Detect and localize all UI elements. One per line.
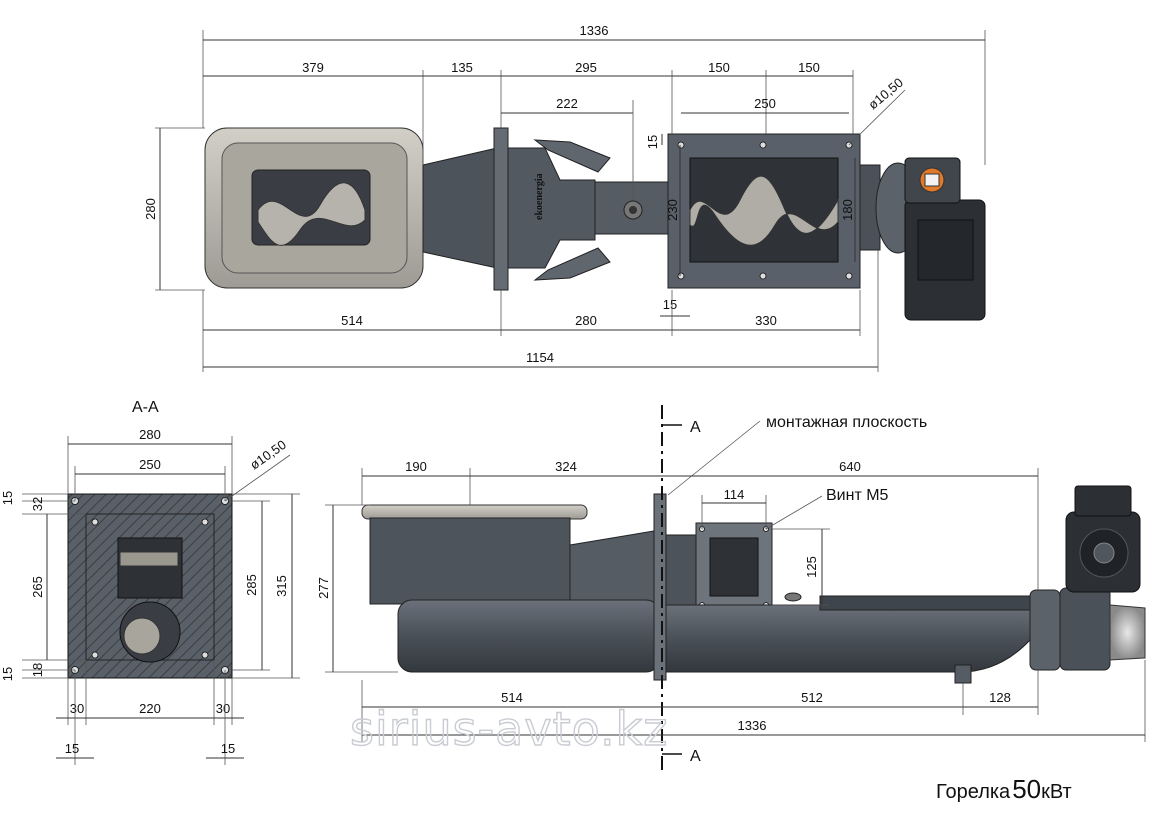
section-bolt — [201, 651, 209, 659]
svg-text:512: 512 — [801, 690, 823, 705]
housing-bolt — [845, 272, 853, 280]
svg-text:222: 222 — [556, 96, 578, 111]
side-trough — [665, 604, 1031, 673]
svg-text:280: 280 — [143, 198, 158, 220]
caption-word: Горелка — [936, 781, 1011, 803]
side-view: A A монтажная плоскость Винт М5 190 324 … — [316, 405, 1146, 770]
caption: Горелка50кВт — [936, 774, 1072, 804]
top-view: ekoenergia 1336 — [143, 23, 986, 372]
svg-text:277: 277 — [316, 577, 331, 599]
svg-text:280: 280 — [575, 313, 597, 328]
svg-text:265: 265 — [30, 576, 45, 598]
side-gearbox — [1059, 587, 1111, 671]
feed-tube-top — [422, 147, 498, 269]
svg-text:15: 15 — [65, 741, 79, 756]
svg-text:285: 285 — [244, 574, 259, 596]
svg-text:280: 280 — [139, 427, 161, 442]
section-bolt — [201, 518, 209, 526]
side-coupling — [1029, 589, 1061, 671]
housing-bolt — [677, 272, 685, 280]
hopper-auger — [257, 182, 366, 246]
svg-text:514: 514 — [341, 313, 363, 328]
svg-text:135: 135 — [451, 60, 473, 75]
svg-text:30: 30 — [216, 701, 230, 716]
svg-text:15: 15 — [0, 667, 15, 681]
transition-body — [507, 147, 596, 269]
svg-text:640: 640 — [839, 459, 861, 474]
svg-text:180: 180 — [840, 199, 855, 221]
svg-text:114: 114 — [724, 487, 745, 502]
housing-bolt — [759, 272, 767, 280]
svg-text:150: 150 — [798, 60, 820, 75]
svg-text:150: 150 — [708, 60, 730, 75]
side-inlet-window — [709, 537, 759, 597]
svg-text:379: 379 — [302, 60, 324, 75]
svg-text:330: 330 — [755, 313, 777, 328]
svg-text:32: 32 — [30, 497, 45, 511]
side-drain — [954, 664, 972, 684]
watermark: sirius-avto.kz — [350, 702, 668, 756]
svg-text:15: 15 — [221, 741, 235, 756]
section-bolt — [91, 651, 99, 659]
svg-text:315: 315 — [274, 575, 289, 597]
svg-text:15: 15 — [0, 491, 15, 505]
side-trough-top — [819, 595, 1031, 611]
svg-text:514: 514 — [501, 690, 523, 705]
caption-unit: кВт — [1041, 781, 1072, 803]
side-feed-tube — [397, 599, 661, 673]
svg-text:15: 15 — [663, 297, 677, 312]
hopper-lid — [361, 504, 588, 520]
inlet-lower — [533, 247, 611, 281]
housing-bolt — [677, 141, 685, 149]
svg-text:190: 190 — [405, 459, 427, 474]
svg-text:250: 250 — [139, 457, 161, 472]
side-transition — [569, 529, 661, 605]
cut-label-bottom: A — [690, 748, 701, 765]
svg-text:1154: 1154 — [526, 350, 554, 365]
inlet-upper — [533, 139, 611, 173]
mount-flange-top — [493, 127, 509, 291]
svg-text:18: 18 — [30, 663, 45, 677]
svg-text:1336: 1336 — [580, 23, 609, 38]
svg-text:295: 295 — [575, 60, 597, 75]
section-bolt — [91, 518, 99, 526]
svg-text:1336: 1336 — [738, 718, 767, 733]
svg-text:ø10,50: ø10,50 — [865, 75, 906, 113]
side-box — [665, 534, 697, 606]
svg-text:230: 230 — [665, 199, 680, 221]
side-nipple — [784, 592, 802, 602]
side-mount-flange — [653, 493, 667, 681]
side-motor-terminal — [1074, 485, 1132, 517]
caption-power: 50 — [1012, 774, 1041, 804]
svg-text:ø10,50: ø10,50 — [247, 437, 289, 473]
side-dimensions: 190 324 640 114 125 277 514 512 — [316, 459, 1146, 742]
housing-bolt — [759, 141, 767, 149]
auger-screw — [689, 175, 839, 246]
cut-label-top: A — [690, 419, 701, 436]
side-fan-shroud — [1109, 604, 1146, 661]
svg-text:324: 324 — [555, 459, 577, 474]
flange-brand: ekoenergia — [534, 173, 545, 220]
svg-text:30: 30 — [70, 701, 84, 716]
section-title: A-A — [132, 399, 159, 416]
svg-text:250: 250 — [754, 96, 776, 111]
svg-text:15: 15 — [645, 135, 660, 149]
hopper-side — [369, 517, 571, 605]
section-upper-channel — [117, 537, 183, 599]
section-dimensions: 280 250 ø10,50 15 32 265 285 315 — [0, 427, 300, 765]
svg-text:128: 128 — [989, 690, 1011, 705]
section-view: A-A 280 250 ø10,50 — [0, 399, 300, 765]
svg-text:220: 220 — [139, 701, 161, 716]
mount-plane-label: монтажная плоскость — [766, 414, 927, 431]
svg-text:125: 125 — [804, 556, 819, 578]
screw-label: Винт М5 — [826, 487, 889, 504]
